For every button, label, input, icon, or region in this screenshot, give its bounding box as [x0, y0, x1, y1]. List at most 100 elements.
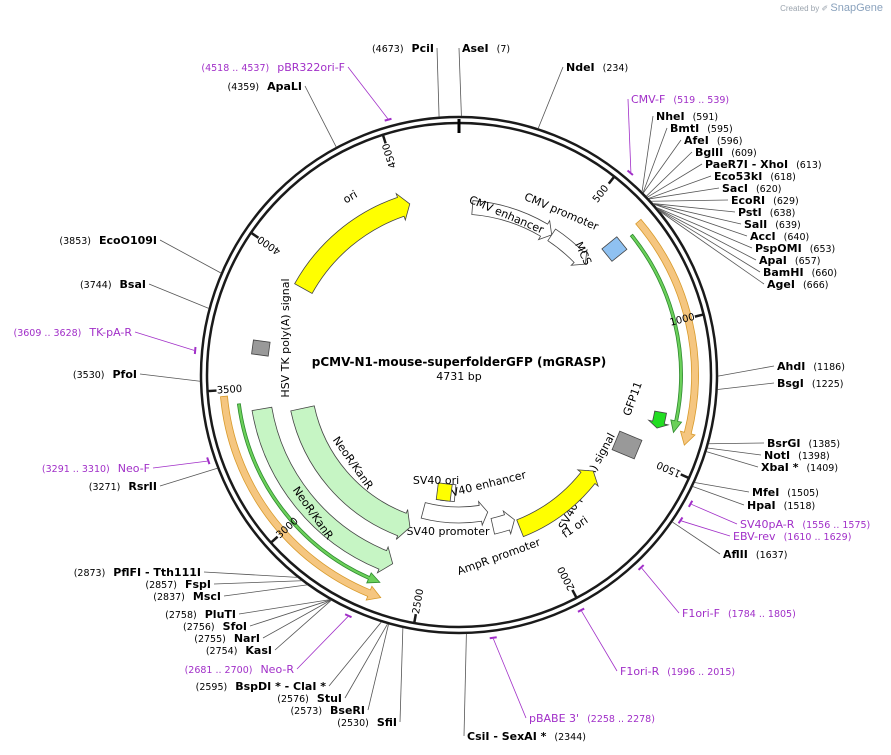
enzyme-site-afei[interactable]: AfeI(596): [642, 134, 742, 194]
enzyme-name: Eco53kI: [714, 170, 762, 183]
enzyme-name: NotI: [764, 449, 790, 462]
primer-label: CMV-F(519 .. 539): [631, 93, 729, 106]
primer-neo-f[interactable]: (3291 .. 3310)Neo-F: [42, 457, 211, 475]
enzyme-label: HpaI(1518): [747, 499, 815, 512]
enzyme-position: (660): [812, 268, 838, 279]
primer-mark: [626, 169, 634, 176]
enzyme-site-aflii[interactable]: AflII(1637): [672, 521, 787, 561]
enzyme-site-bseri[interactable]: (2573)BseRI: [290, 624, 389, 717]
primer-pbabe-3[interactable]: pBABE 3'(2258 .. 2278): [489, 636, 655, 725]
enzyme-site-paer7i-xhoi[interactable]: PaeR7I - XhoI(613): [647, 158, 822, 198]
enzyme-site-acci[interactable]: AccI(640): [653, 203, 810, 243]
enzyme-site-pflfi-tth111i[interactable]: (2873)PflFI - Tth111I: [74, 566, 298, 579]
ruler-tick-3500: [207, 389, 217, 393]
enzyme-site-ndei[interactable]: NdeI(234): [537, 61, 628, 129]
enzyme-site-agei[interactable]: AgeI(666): [659, 210, 829, 291]
enzyme-site-fspi[interactable]: (2857)FspI: [145, 578, 302, 591]
orf-gfp11-orf[interactable]: [629, 218, 699, 446]
enzyme-site-pluti[interactable]: (2758)PluTI: [165, 599, 331, 621]
primer-f1ori-f[interactable]: F1ori-F(1784 .. 1805): [637, 564, 796, 620]
enzyme-site-ecori[interactable]: EcoRI(629): [651, 194, 799, 207]
enzyme-site-rsrii[interactable]: (3271)RsrII: [89, 467, 218, 493]
enzyme-site-kasi[interactable]: (2754)KasI: [206, 599, 332, 657]
primer-name: SV40pA-R: [740, 518, 795, 531]
enzyme-site-ahdi[interactable]: AhdI(1186): [717, 360, 845, 377]
enzyme-site-nhei[interactable]: NheI(591): [641, 110, 718, 192]
feature-label: AmpR promoter: [456, 535, 543, 577]
feature-arrow: [547, 228, 588, 266]
enzyme-name: SalI: [744, 218, 767, 231]
enzyme-site-asei[interactable]: AseI (7): [458, 42, 510, 117]
enzyme-label: NheI(591): [656, 110, 718, 123]
enzyme-site-bsgi[interactable]: BsgI(1225): [717, 377, 844, 390]
enzyme-leader-line: [399, 627, 404, 723]
feature-arrow: [420, 500, 489, 527]
enzyme-name: CsiI - SexAI *: [467, 730, 547, 743]
enzyme-leader-line: [159, 467, 218, 487]
feature-mcs[interactable]: MCS: [572, 236, 628, 267]
enzyme-position: (657): [795, 256, 821, 267]
enzyme-site-psti[interactable]: PstI(638): [653, 203, 795, 219]
feature-label: GFP11: [621, 380, 645, 418]
primer-tk-pa-r[interactable]: (3609 .. 3628)TK-pA-R: [14, 326, 197, 355]
feature-sv40-ori[interactable]: SV40 ori: [413, 474, 459, 502]
enzyme-site-eco53ki[interactable]: Eco53kI(618): [648, 170, 796, 199]
enzyme-position: (7): [497, 44, 510, 55]
enzyme-site-ecoo109i[interactable]: (3853)EcoO109I: [59, 234, 222, 274]
enzyme-site-apali[interactable]: (4359)ApaLI: [227, 80, 337, 148]
primer-mark: [577, 607, 585, 613]
enzyme-leader-line: [647, 163, 703, 198]
enzyme-name: PflFI - Tth111I: [113, 566, 201, 579]
enzyme-site-noti[interactable]: NotI(1398): [707, 447, 830, 462]
enzyme-site-xbai[interactable]: XbaI *(1409): [706, 451, 838, 474]
enzyme-site-apai[interactable]: ApaI(657): [657, 208, 820, 267]
enzyme-site-stui[interactable]: (2576)StuI: [277, 623, 388, 705]
enzyme-site-bmti[interactable]: BmtI(595): [642, 122, 733, 193]
enzyme-name: BseRI: [330, 704, 365, 717]
enzyme-site-msci[interactable]: (2837)MscI: [153, 584, 308, 603]
enzyme-leader-line: [717, 382, 775, 390]
feature-hsv-tk-poly-a-signal[interactable]: HSV TK poly(A) signal: [251, 278, 292, 398]
enzyme-site-sfoi[interactable]: (2756)SfoI: [183, 599, 331, 633]
feature-sv40-poly-a-signal[interactable]: SV40 poly(A) signal: [556, 430, 643, 532]
enzyme-label: (2837)MscI: [153, 590, 221, 603]
primer-mark: [193, 346, 197, 355]
enzyme-site-bamhi[interactable]: BamHI(660): [657, 208, 838, 279]
enzyme-site-hpai[interactable]: HpaI(1518): [692, 486, 815, 512]
enzyme-label: Eco53kI(618): [714, 170, 796, 183]
enzyme-site-sali[interactable]: SalI(639): [653, 203, 801, 231]
enzyme-site-saci[interactable]: SacI(620): [648, 182, 782, 200]
primer-name: Neo-F: [118, 462, 150, 475]
ruler-tick-4000: [250, 231, 260, 239]
enzyme-site-bglii[interactable]: BglII(609): [646, 146, 757, 197]
enzyme-name: PfoI: [113, 368, 138, 381]
enzyme-position: (2755): [194, 634, 226, 645]
plasmid-title-block: pCMV-N1-mouse-superfolderGFP (mGRASP) 47…: [312, 355, 607, 383]
primer-neo-r[interactable]: (2681 .. 2700)Neo-R: [185, 613, 352, 676]
orf-neor-kanr-orf[interactable]: [220, 395, 382, 601]
feature-sv40-promoter[interactable]: SV40 promoter: [406, 500, 490, 538]
enzyme-leader-line: [458, 47, 462, 117]
enzyme-site-pspomi[interactable]: PspOMI(653): [656, 207, 835, 255]
enzyme-site-sfii[interactable]: (2530)SfiI: [337, 627, 404, 729]
enzyme-site-pfoi[interactable]: (3530)PfoI: [73, 368, 201, 382]
enzyme-site-bspdi-clai[interactable]: (2595)BspDI * - ClaI *: [196, 621, 382, 693]
enzyme-site-bsai[interactable]: (3744)BsaI: [80, 278, 209, 309]
primer-pbr322ori-f[interactable]: (4518 .. 4537)pBR322ori-F: [201, 61, 392, 122]
feature-gfp11[interactable]: GFP11: [621, 380, 670, 429]
primer-ebv-rev[interactable]: EBV-rev(1610 .. 1629): [677, 516, 852, 543]
enzyme-name: AseI: [462, 42, 489, 55]
enzyme-leader-line: [139, 373, 201, 382]
feature-ori[interactable]: ori: [294, 188, 411, 294]
primer-f1ori-r[interactable]: F1ori-R(1996 .. 2015): [577, 607, 735, 678]
enzyme-leader-line: [148, 283, 209, 309]
enzyme-site-nari[interactable]: (2755)NarI: [194, 599, 332, 645]
primer-sv40pa-r[interactable]: SV40pA-R(1556 .. 1575): [687, 500, 870, 531]
enzyme-position: (3853): [59, 236, 91, 247]
primer-cmv-f[interactable]: CMV-F(519 .. 539): [626, 93, 730, 176]
enzyme-site-bsrgi[interactable]: BsrGI(1385): [708, 437, 840, 450]
feature-f1-ori[interactable]: f1 ori: [516, 469, 599, 541]
enzyme-site-mfei[interactable]: MfeI(1505): [694, 482, 819, 499]
enzyme-site-csii-sexai[interactable]: CsiI - SexAI *(2344): [463, 633, 586, 743]
enzyme-site-pcii[interactable]: (4673)PciI: [372, 42, 440, 117]
